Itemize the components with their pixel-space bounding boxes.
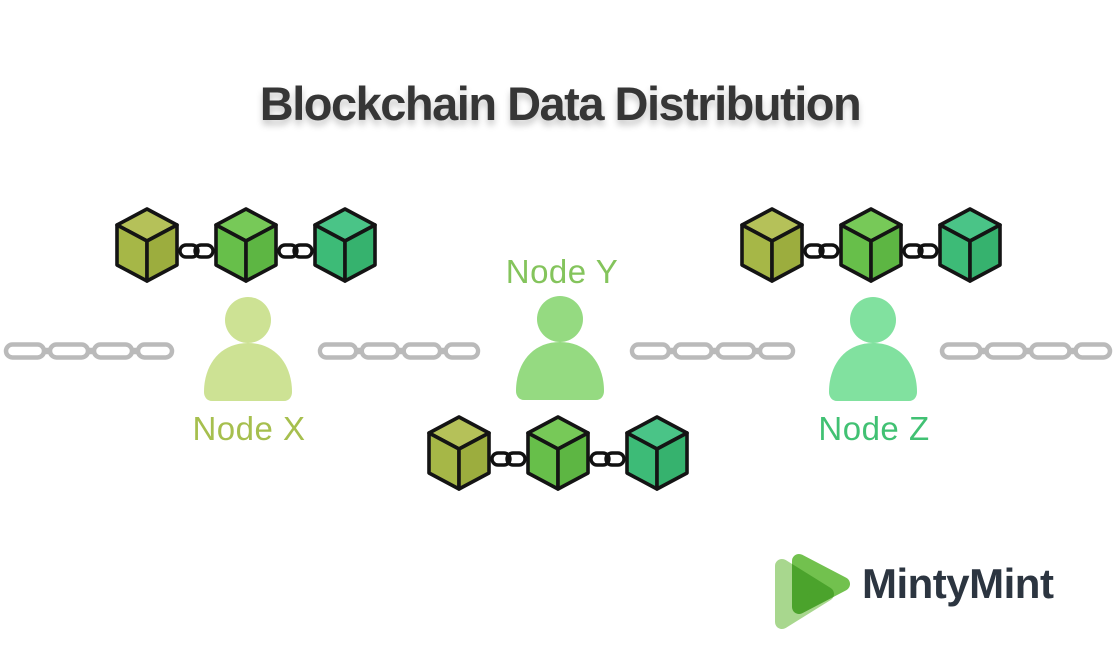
person-icon-node-x (204, 297, 292, 401)
person-icon-node-y (516, 296, 604, 400)
chain-connector-y-z (629, 342, 796, 360)
logo-front-triangle (792, 554, 850, 614)
block-icon (427, 415, 491, 491)
chain-connector-right-edge (939, 342, 1113, 360)
block-chain-group-node-z (740, 207, 1002, 283)
link-icon (589, 451, 626, 467)
block-icon (115, 207, 179, 283)
node-y-label: Node Y (505, 253, 619, 290)
mintymint-logo-text: MintyMint (862, 560, 1054, 607)
block-icon (313, 207, 377, 283)
person-icon-node-z (829, 297, 917, 401)
block-icon (839, 207, 903, 283)
block-chain-group-node-x (115, 207, 377, 283)
block-chain-group-node-y (427, 415, 689, 491)
block-icon (740, 207, 804, 283)
block-icon (938, 207, 1002, 283)
node-x-label: Node X (192, 410, 306, 447)
link-icon (902, 243, 939, 259)
link-icon (490, 451, 527, 467)
block-icon (526, 415, 590, 491)
page-title: Blockchain Data Distribution (259, 77, 862, 130)
chain-connector-x-y (317, 342, 481, 360)
node-z-label: Node Z (818, 410, 930, 447)
block-icon (214, 207, 278, 283)
chain-connector-left-edge (3, 342, 175, 360)
block-icon (625, 415, 689, 491)
link-icon (803, 243, 840, 259)
mintymint-logo-icon (775, 554, 850, 629)
link-icon (277, 243, 314, 259)
link-icon (178, 243, 215, 259)
